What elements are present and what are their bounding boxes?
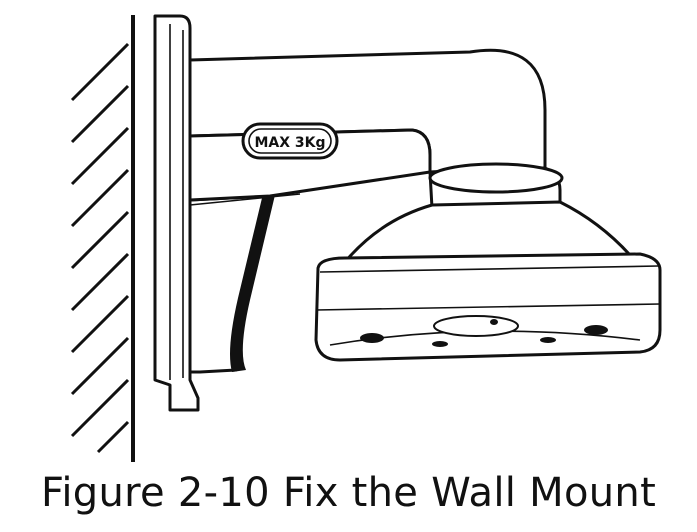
wall-hatching xyxy=(70,42,130,454)
figure-caption: Figure 2-10 Fix the Wall Mount xyxy=(40,470,657,516)
wall xyxy=(70,15,135,462)
bracket-arm: MAX 3Kg xyxy=(188,48,547,374)
wall-mount-diagram: MAX 3Kg xyxy=(70,14,662,462)
mounting-plate xyxy=(153,14,200,412)
max-load-badge: MAX 3Kg xyxy=(241,122,339,160)
dome-mount-base xyxy=(314,162,662,362)
max-load-label: MAX 3Kg xyxy=(254,135,325,151)
